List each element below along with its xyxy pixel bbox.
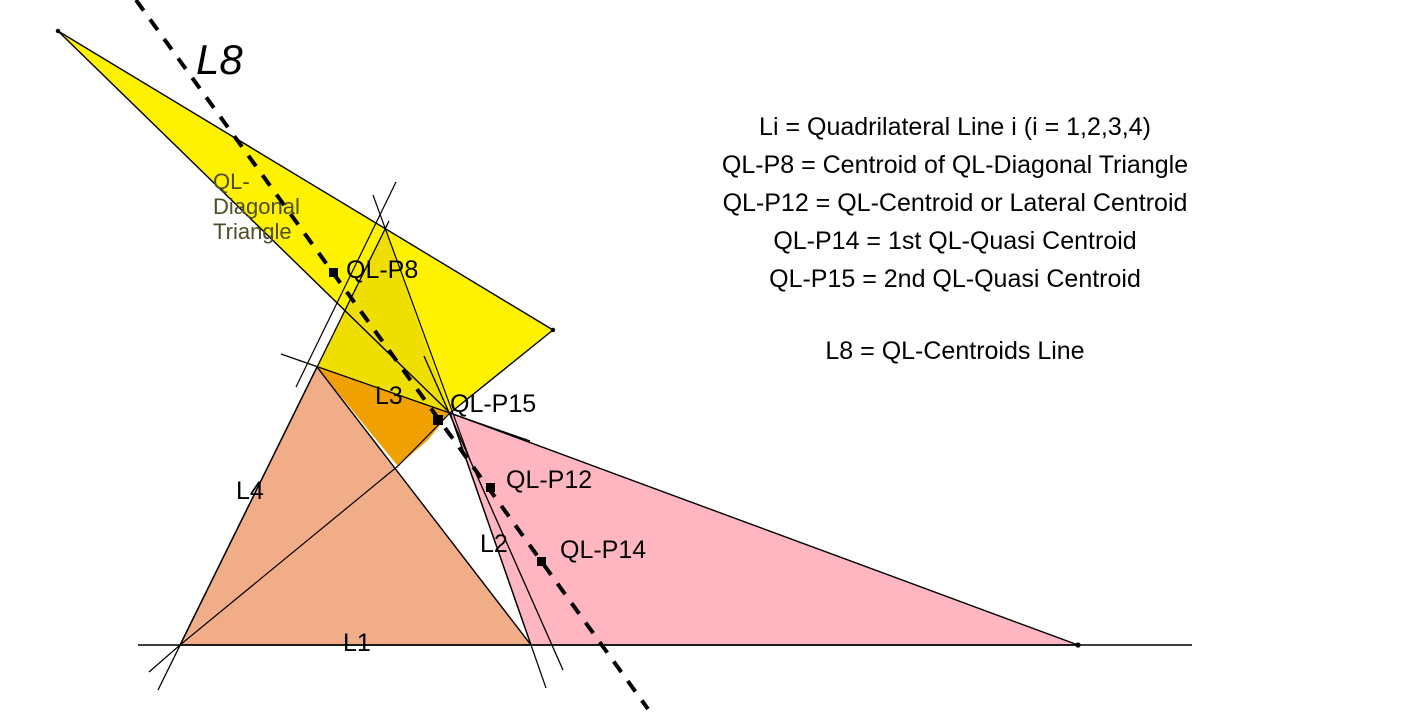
centroids-line-l8 (134, 0, 650, 711)
salmon-triangle-region (180, 367, 531, 645)
orange-overlap-region-2 (317, 367, 450, 466)
vertex-dot-pink-right (1075, 642, 1081, 648)
vertex-dot-right (550, 327, 556, 333)
point-marker-ql-p12 (486, 483, 495, 492)
legend-line-4: QL-P15 = 2nd QL-Quasi Centroid (769, 265, 1141, 293)
label-l1: L1 (343, 629, 371, 657)
cevian-line-a (179, 465, 399, 646)
stub-line-bottom-left (148, 644, 181, 673)
label-ql-p8: QL-P8 (346, 256, 419, 284)
label-l3: L3 (375, 382, 403, 410)
cevian-line-c-ext (530, 644, 547, 689)
label-ql-diagonal-triangle: QL- Diagonal Triangle (213, 169, 300, 244)
yellow-triangle-region (58, 31, 553, 413)
legend-line-1: QL-P8 = Centroid of QL-Diagonal Triangle (721, 151, 1189, 179)
quadrilateral-line-l2 (423, 355, 564, 671)
label-ql-p15: QL-P15 (450, 390, 537, 418)
vertex-dot-top (55, 28, 61, 34)
point-marker-ql-p8 (329, 268, 338, 277)
legend-line-3: QL-P14 = 1st QL-Quasi Centroid (773, 227, 1137, 255)
label-l8: L8 (196, 36, 243, 83)
legend-block: Li = Quadrilateral Line i (i = 1,2,3,4) … (600, 108, 1310, 370)
legend-spacer (600, 298, 1310, 332)
yellow-triangle-outline (57, 30, 555, 414)
diagonal-side-left (295, 181, 397, 388)
label-ql-p14: QL-P14 (560, 536, 647, 564)
legend-line-0: Li = Quadrilateral Line i (i = 1,2,3,4) (759, 113, 1151, 141)
quadrilateral-line-l3 (280, 353, 531, 442)
label-ql-p12: QL-P12 (506, 466, 593, 494)
legend-line-2: QL-P12 = QL-Centroid or Lateral Centroid (722, 189, 1188, 217)
label-l4: L4 (236, 477, 264, 505)
diagonal-side-right (372, 194, 471, 461)
diagonal-triangle-region (317, 228, 450, 413)
label-l2: L2 (480, 530, 508, 558)
legend-footer: L8 = QL-Centroids Line (825, 337, 1085, 365)
point-marker-ql-p14 (537, 557, 546, 566)
point-marker-ql-p15 (433, 415, 443, 425)
